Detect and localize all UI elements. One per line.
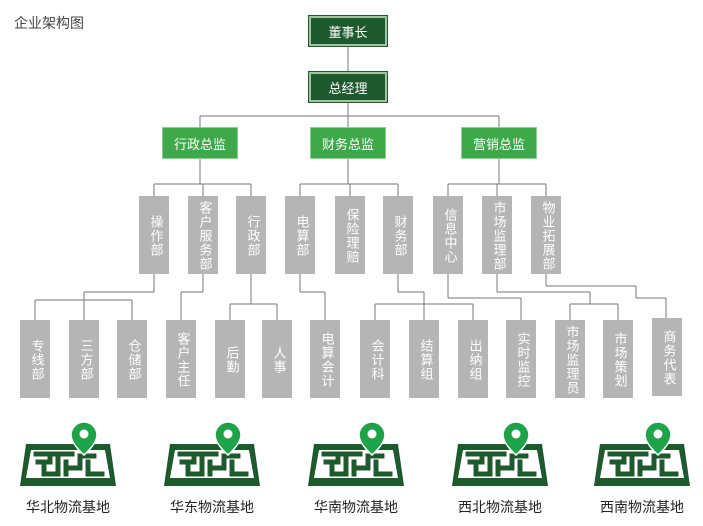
dept-finance: 财务部 (383, 196, 413, 274)
dept-market-supervision: 市场监理部 (482, 196, 512, 274)
dept-insurance-claims: 保险理赔 (335, 196, 365, 274)
team-business-representative: 商务代表 (652, 318, 682, 396)
team-customer-supervisor: 客户主任 (166, 320, 196, 398)
team-cashier: 出纳组 (458, 320, 488, 398)
warehouse-map-icon (594, 421, 690, 486)
team-market-supervisor: 市场监理员 (555, 320, 585, 398)
dept-operations: 操作部 (139, 196, 169, 274)
dept-administration: 行政部 (236, 196, 266, 274)
team-accounting: 会计科 (360, 320, 390, 398)
director-admin: 行政总监 (162, 127, 238, 159)
team-computing-accounting: 电算会计 (310, 320, 340, 398)
general-manager-box: 总经理 (308, 71, 388, 103)
base-label: 西南物流基地 (600, 500, 684, 516)
team-settlement: 结算组 (409, 320, 439, 398)
team-personnel: 人事 (262, 320, 292, 398)
base-label: 华北物流基地 (26, 500, 110, 516)
team-realtime-monitoring: 实时监控 (506, 320, 536, 398)
director-finance: 财务总监 (310, 127, 386, 159)
director-marketing: 营销总监 (461, 127, 537, 159)
team-market-planning: 市场策划 (603, 320, 633, 398)
team-warehousing: 仓储部 (117, 320, 147, 398)
team-third-party: 三方部 (69, 320, 99, 398)
base-label: 华南物流基地 (314, 500, 398, 516)
dept-customer-service: 客户服务部 (188, 196, 218, 274)
dept-property-expansion: 物业拓展部 (531, 196, 561, 274)
page-title: 企业架构图 (14, 16, 84, 32)
team-dedicated-line: 专线部 (20, 320, 50, 398)
base-label: 华东物流基地 (170, 500, 254, 516)
dept-computing: 电算部 (285, 196, 315, 274)
warehouse-map-icon (20, 421, 116, 486)
warehouse-map-icon (164, 421, 260, 486)
dept-information-center: 信息中心 (433, 196, 463, 274)
chairman-box: 董事长 (308, 15, 388, 47)
base-label: 西北物流基地 (458, 500, 542, 516)
warehouse-map-icon (452, 421, 548, 486)
team-logistics: 后勤 (215, 320, 245, 398)
warehouse-map-icon (308, 421, 404, 486)
